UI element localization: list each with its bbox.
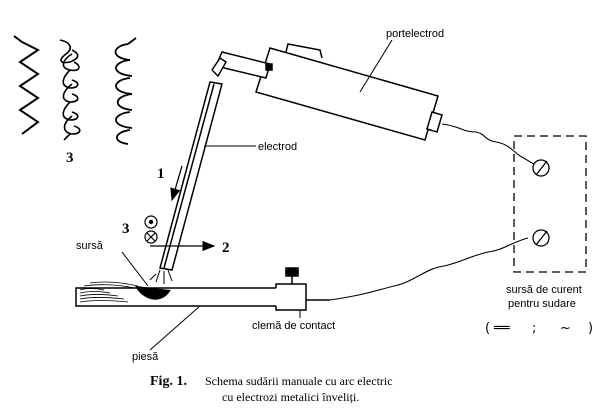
workpiece <box>75 281 303 307</box>
electrode-holder <box>211 43 443 141</box>
portelectrod-leader <box>359 39 393 93</box>
figure-caption-line2: cu electrozi metalici înveliți. <box>222 390 359 404</box>
clamp-cable <box>329 237 529 301</box>
arc-sparks-icon <box>149 269 173 284</box>
loop-weave-pattern-icon <box>59 39 81 141</box>
holder-cable <box>441 123 539 167</box>
circle-cross-icon <box>144 230 158 244</box>
sursa-leader <box>121 251 149 287</box>
clema-label: clemă de contact <box>252 320 335 332</box>
svg-text:): ) <box>588 321 593 336</box>
ac-symbol-icon: ~ <box>560 321 571 336</box>
weave-patterns-label: 3 <box>66 150 74 166</box>
figure-number: Fig. 1. <box>150 374 187 389</box>
motion-1-label: 1 <box>157 166 165 182</box>
feed-arrow <box>170 165 183 202</box>
electrode-rod <box>159 81 223 271</box>
piesa-leader <box>149 305 201 351</box>
crescent-weave-pattern-icon <box>114 37 137 145</box>
sursa-label: sursă <box>76 240 104 252</box>
terminal-positive-icon <box>532 159 550 177</box>
motion-3-label: 3 <box>122 221 130 237</box>
svg-text:;: ; <box>532 321 536 336</box>
power-source-label-line1: sursă de curent <box>506 284 582 296</box>
zigzag-weave-pattern-icon <box>13 35 40 135</box>
current-types: ( ══ ; ~ ) <box>485 321 593 336</box>
dc-symbol-icon: ══ <box>493 321 510 336</box>
power-source-label-line2: pentru sudare <box>508 298 576 310</box>
svg-text:(: ( <box>485 321 490 336</box>
contact-clamp <box>275 267 330 311</box>
power-source-box <box>513 135 587 273</box>
piesa-label: piesă <box>132 351 159 363</box>
terminal-negative-icon <box>532 229 550 247</box>
portelectrod-label: portelectrod <box>386 28 444 40</box>
electrod-label: electrod <box>258 141 297 153</box>
circle-dot-icon <box>144 215 158 229</box>
motion-2-label: 2 <box>222 240 230 256</box>
figure-caption-line1: Schema sudării manuale cu arc electric <box>205 374 393 388</box>
